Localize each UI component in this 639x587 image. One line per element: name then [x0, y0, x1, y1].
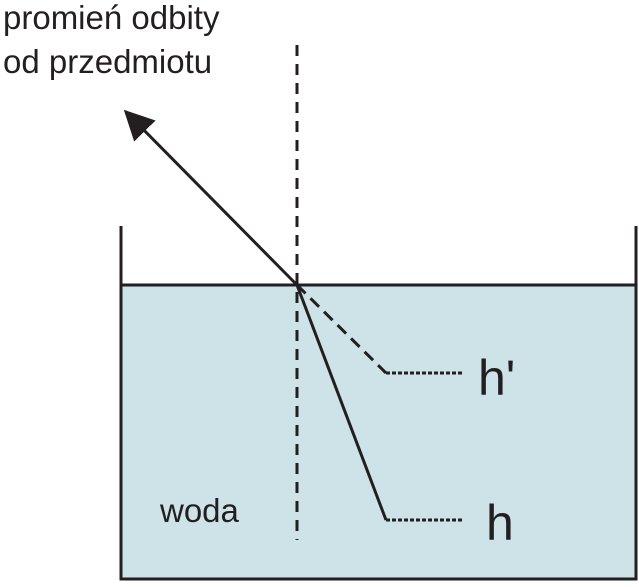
caption-line-2: od przedmiotu — [3, 43, 213, 80]
apparent-depth-label: h' — [478, 350, 516, 406]
real-depth-label: h — [486, 495, 514, 551]
reflected-ray — [123, 109, 299, 287]
water-fill — [121, 285, 636, 579]
apparent-ray — [295, 283, 388, 375]
caption-line-1: promień odbity — [3, 0, 220, 36]
container-outline — [119, 226, 638, 581]
real-ray — [295, 284, 388, 521]
medium-label: woda — [160, 492, 239, 529]
